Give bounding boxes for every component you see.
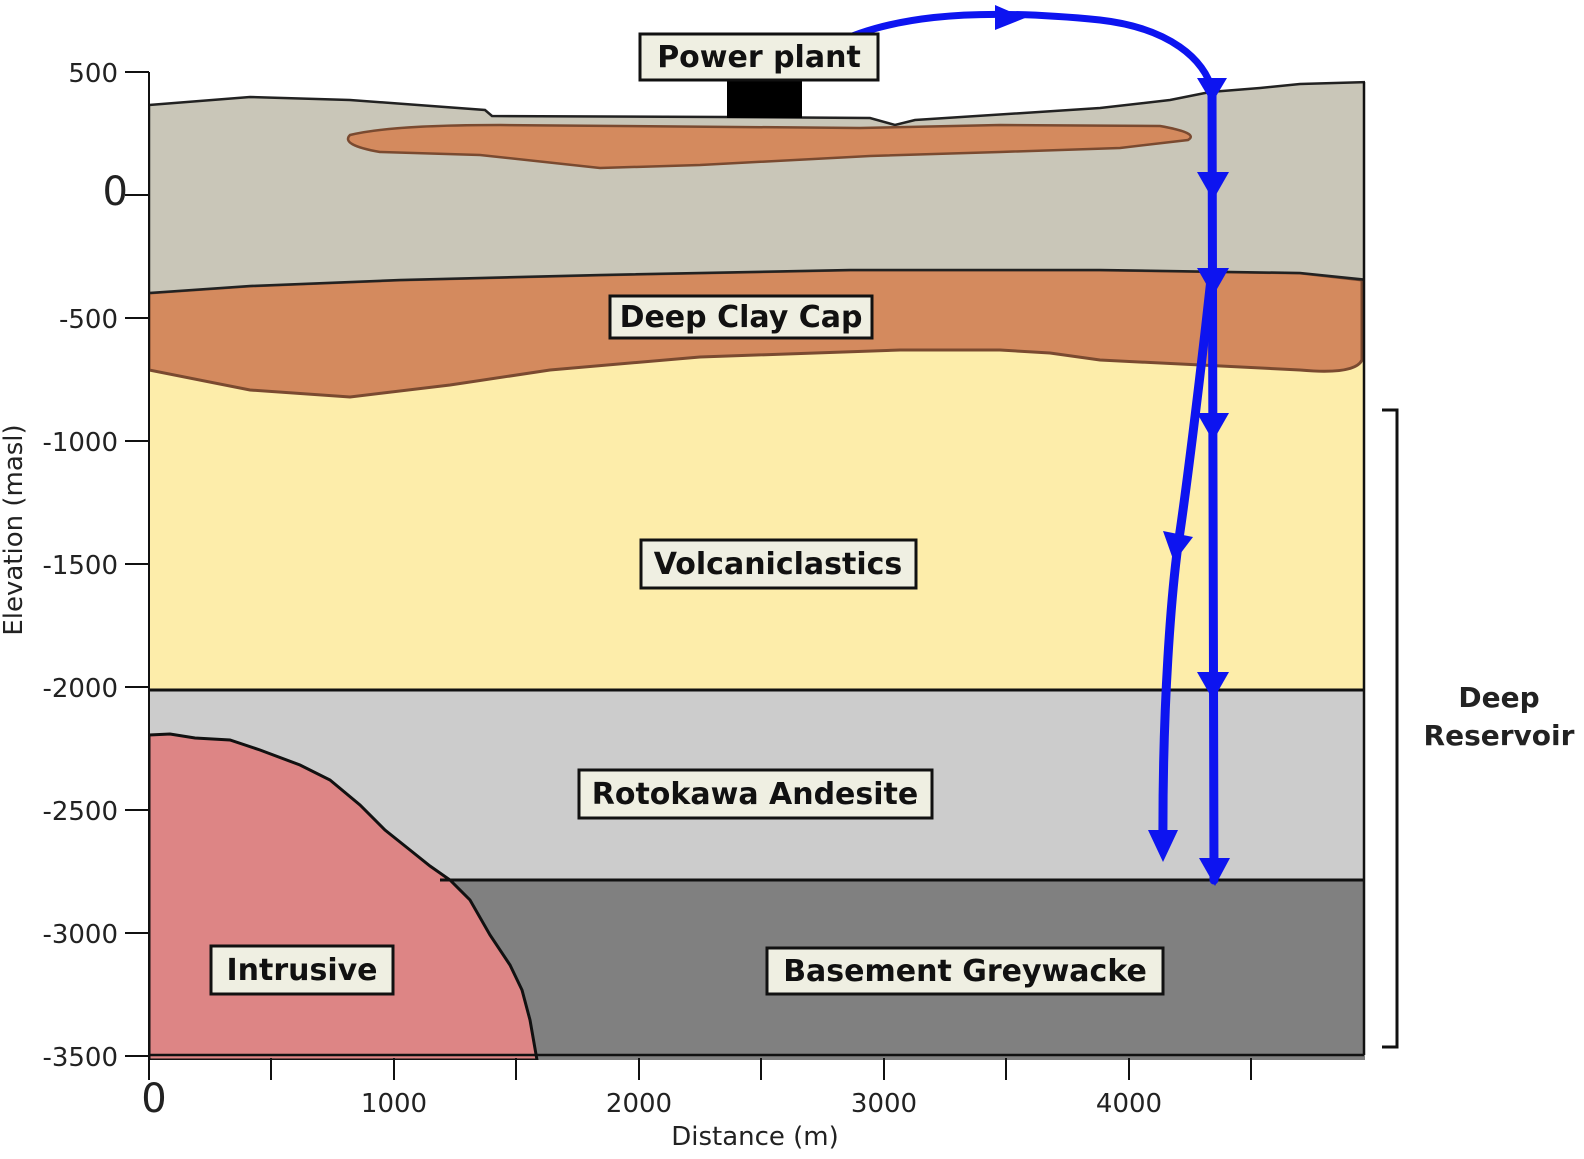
x-axis: 0 1000 2000 3000 4000 Distance (m): [141, 1058, 1252, 1152]
basement-greywacke-label-text: Basement Greywacke: [783, 954, 1147, 989]
well-vertical: [1207, 85, 1219, 885]
y-axis-title: Elevation (masl): [0, 424, 29, 635]
x-tick-0: 0: [141, 1076, 166, 1122]
deep-clay-cap-label-text: Deep Clay Cap: [620, 300, 863, 335]
y-tick-minus-1500: -1500: [42, 551, 118, 581]
flow-arrow-icon: [1197, 172, 1229, 200]
volcaniclastics-label-text: Volcaniclastics: [654, 547, 903, 582]
flow-arrow-icon: [1163, 531, 1193, 562]
deep-reservoir-label-line2: Reservoir: [1424, 719, 1575, 752]
flow-arrow-icon: [1148, 830, 1178, 862]
power-plant-label-text: Power plant: [657, 40, 861, 75]
power-plant-building: [727, 78, 802, 118]
power-plant-label: Power plant: [638, 32, 880, 82]
basement-greywacke-label: Basement Greywacke: [765, 946, 1165, 996]
intrusive-label-text: Intrusive: [226, 953, 377, 988]
flow-arrow-icon: [1197, 268, 1229, 296]
y-tick-0: 0: [103, 169, 128, 215]
volcaniclastics-label: Volcaniclastics: [639, 538, 918, 590]
x-axis-title: Distance (m): [671, 1122, 839, 1152]
y-tick-500: 500: [68, 59, 118, 89]
y-tick-minus-1000: -1000: [42, 428, 118, 458]
intrusive-label: Intrusive: [209, 944, 395, 996]
y-tick-minus-3500: -3500: [42, 1043, 118, 1073]
y-tick-minus-2500: -2500: [42, 797, 118, 827]
y-tick-minus-3000: -3000: [42, 920, 118, 950]
x-tick-4000: 4000: [1096, 1089, 1162, 1119]
flow-arrow-icon: [1197, 413, 1229, 441]
deep-reservoir-label-line1: Deep: [1458, 681, 1539, 714]
deep-reservoir-bracket: [1382, 408, 1399, 1049]
flow-arrow-icon: [1197, 672, 1229, 700]
rotokawa-andesite-label-text: Rotokawa Andesite: [592, 777, 918, 812]
flow-arrow-icon: [1199, 858, 1230, 886]
x-tick-2000: 2000: [606, 1089, 672, 1119]
flow-arrow-icon: [1197, 78, 1227, 103]
x-tick-1000: 1000: [361, 1089, 427, 1119]
shallow-clay-lens: [346, 123, 1192, 170]
rotokawa-andesite-label: Rotokawa Andesite: [577, 768, 934, 820]
well-arrows: [995, 5, 1230, 886]
x-tick-3000: 3000: [851, 1089, 917, 1119]
y-axis: 500 0 -500 -1000 -1500 -2000 -2500 -3000…: [0, 59, 150, 1073]
flow-arrow-icon: [995, 5, 1025, 30]
y-tick-minus-500: -500: [59, 305, 118, 335]
y-tick-minus-2000: -2000: [42, 674, 118, 704]
deep-clay-cap-label: Deep Clay Cap: [608, 294, 874, 340]
